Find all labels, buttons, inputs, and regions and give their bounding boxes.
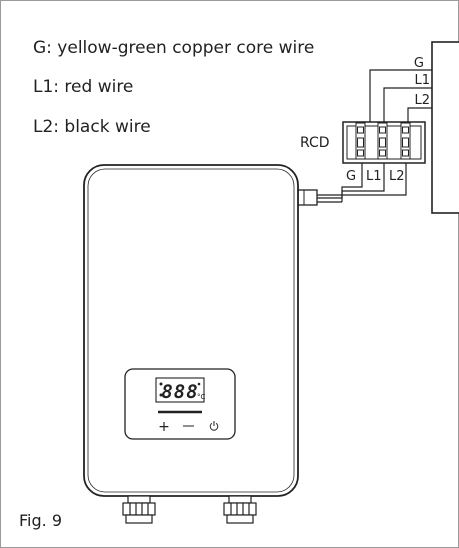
wire-supply-g <box>369 69 432 122</box>
rcd-label-l1: L1 <box>366 169 382 184</box>
plus-button[interactable]: + <box>158 419 170 435</box>
supply-panel: G L1 L2 <box>414 41 459 214</box>
rcd-label: RCD <box>300 135 330 151</box>
rcd-label-g: G <box>346 169 356 184</box>
display-indicator-icon <box>159 382 163 386</box>
wire-supply-l2 <box>407 107 432 122</box>
celsius-icon: °C <box>197 393 206 401</box>
legend-live1: L1: red wire <box>33 77 134 97</box>
rcd: RCD <box>300 121 426 164</box>
output-wires <box>316 163 407 203</box>
panel-label-l1: L1 <box>414 73 430 88</box>
power-icon[interactable] <box>209 421 219 431</box>
display-indicator-icon <box>159 393 163 397</box>
water-fittings <box>122 495 257 524</box>
control-panel: 888 °C + <box>124 368 236 440</box>
water-heater: 888 °C + <box>83 164 299 524</box>
heater-cable <box>297 189 318 206</box>
panel-label-g: G <box>414 56 424 71</box>
wire-supply-l1 <box>383 87 432 122</box>
panel-label-l2: L2 <box>414 93 430 108</box>
display-digits: 888 <box>161 381 198 403</box>
figure-caption: Fig. 9 <box>19 511 62 530</box>
supply-wires <box>369 69 432 122</box>
rcd-label-l2: L2 <box>389 169 405 184</box>
led-display <box>155 377 205 403</box>
legend-ground: G: yellow-green copper core wire <box>33 38 315 58</box>
legend-live2: L2: black wire <box>33 117 151 137</box>
display-indicator-icon <box>197 382 201 386</box>
